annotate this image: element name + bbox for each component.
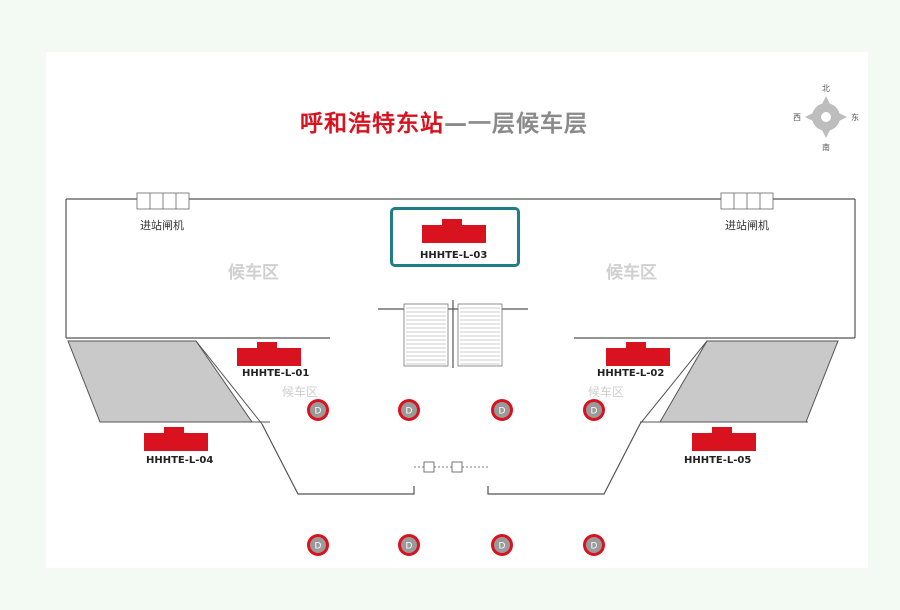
pillar-1: D [307, 399, 329, 421]
left-gray-area [67, 340, 253, 423]
pillar-label: D [591, 542, 598, 552]
ad-label-l02: HHHTE-L-02 [597, 368, 665, 379]
pillar-label: D [315, 407, 322, 417]
highlight-frame-l03 [390, 207, 520, 267]
compass-icon [805, 96, 847, 138]
gate-right-icon [720, 192, 774, 210]
ad-label-l05: HHHTE-L-05 [684, 455, 752, 466]
center-escalators-icon [378, 300, 528, 368]
gate-left-label: 进站闸机 [140, 219, 184, 232]
right-gray-area [659, 340, 839, 423]
waiting-zone-small-right: 候车区 [588, 385, 625, 399]
pillar-2: D [398, 399, 420, 421]
ad-label-l04: HHHTE-L-04 [146, 455, 214, 466]
pillar-4: D [583, 399, 605, 421]
title-floor: 一层候车层 [468, 111, 588, 137]
pillar-label: D [315, 542, 322, 552]
title-separator: — [444, 111, 468, 137]
ad-panel-l04[interactable] [144, 427, 208, 451]
pillar-label: D [499, 542, 506, 552]
waiting-zone-left: 候车区 [228, 263, 279, 283]
compass-west: 西 [793, 113, 801, 122]
pillar-label: D [406, 407, 413, 417]
floor-plan-canvas [46, 52, 868, 568]
gate-right-label: 进站闸机 [725, 219, 769, 232]
ad-label-l03: HHHTE-L-03 [420, 250, 488, 261]
pillar-label: D [499, 407, 506, 417]
gate-left-icon [136, 192, 190, 210]
pillar-6: D [398, 534, 420, 556]
ad-panel-l01[interactable] [237, 342, 301, 366]
waiting-zone-right: 候车区 [606, 263, 657, 283]
ad-panel-l03[interactable] [422, 219, 486, 243]
bottom-gate-icon [414, 461, 488, 473]
pillar-5: D [307, 534, 329, 556]
pillar-7: D [491, 534, 513, 556]
page-title: 呼和浩特东站—一层候车层 [300, 104, 588, 138]
title-station: 呼和浩特东站 [300, 111, 444, 137]
ad-panel-l02[interactable] [606, 342, 670, 366]
pillar-8: D [583, 534, 605, 556]
waiting-zone-small-left: 候车区 [282, 385, 319, 399]
ad-label-l01: HHHTE-L-01 [242, 368, 310, 379]
compass-east: 东 [851, 113, 859, 122]
pillar-label: D [591, 407, 598, 417]
compass-south: 南 [822, 143, 830, 152]
ad-panel-l05[interactable] [692, 427, 756, 451]
compass-north: 北 [822, 84, 830, 93]
pillar-3: D [491, 399, 513, 421]
pillar-label: D [406, 542, 413, 552]
